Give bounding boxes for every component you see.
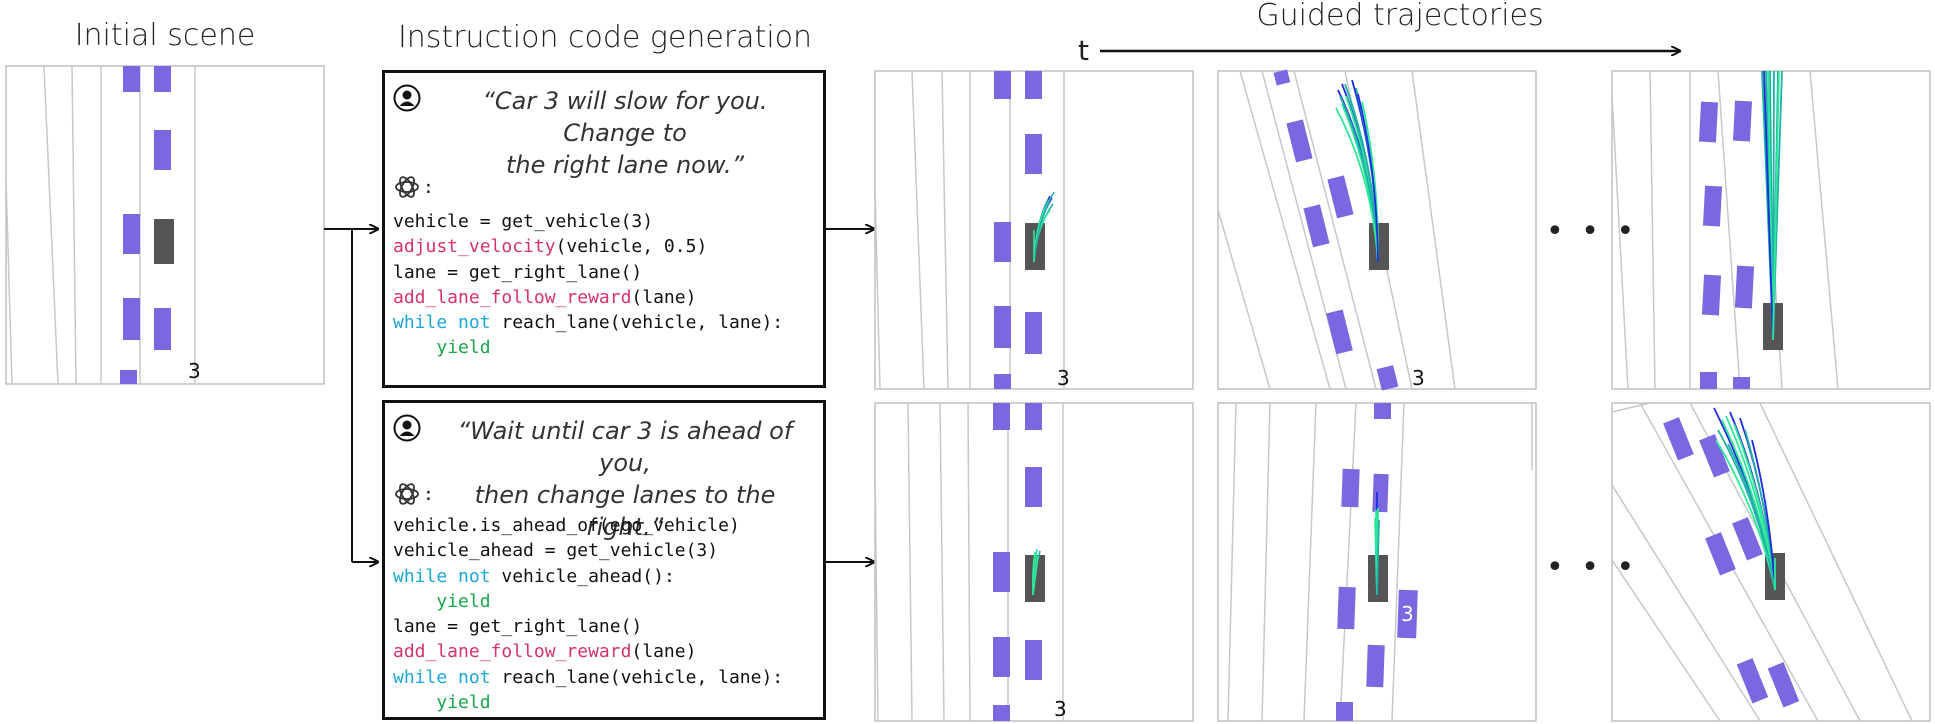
code-line: while not reach_lane(vehicle, lane): <box>393 310 783 335</box>
code-token: (lane) <box>631 641 697 663</box>
code-token <box>393 692 436 713</box>
llm-response-header: : <box>393 480 434 508</box>
code-token: vehicle_ahead(): <box>490 565 675 587</box>
vehicle <box>154 308 171 350</box>
code-line: lane = get_right_lane() <box>393 614 783 639</box>
svg-text:3: 3 <box>1054 697 1067 721</box>
vehicle <box>154 130 171 170</box>
llm-colon: : <box>423 483 434 505</box>
code-token: reach_lane(vehicle, lane): <box>490 666 784 688</box>
quote-line-1: “Car 3 will slow for you. Change to <box>482 87 768 147</box>
instruction-quote: “Car 3 will slow for you. Change to the … <box>435 85 815 181</box>
code-token-yield: yield <box>436 590 491 612</box>
vehicle <box>154 66 171 92</box>
code-token: (vehicle, 0.5) <box>555 236 708 258</box>
code-line: add_lane_follow_reward(lane) <box>393 639 783 664</box>
code-token: (lane) <box>631 286 697 308</box>
code-line: yield <box>393 690 783 715</box>
user-icon <box>393 84 421 112</box>
llm-response-header: : <box>393 173 434 201</box>
code-line: vehicle = get_vehicle(3) <box>393 209 783 234</box>
instruction-code-generation-title: Instruction code generation <box>397 20 813 55</box>
code-token-fn: add_lane_follow_reward <box>393 641 632 663</box>
code-line: yield <box>393 589 783 614</box>
code-line: vehicle.is_ahead_of(ego_vehicle) <box>393 513 783 538</box>
generated-code: vehicle.is_ahead_of(ego_vehicle) vehicle_… <box>393 513 783 715</box>
ellipsis-top: • • • <box>1546 214 1639 249</box>
code-token-kw: while not <box>393 666 491 688</box>
code-token: vehicle = get_vehicle(3) <box>393 211 654 232</box>
code-token-yield: yield <box>436 692 491 714</box>
vehicle-id-label: 3 <box>188 359 201 383</box>
chatgpt-logo-icon <box>395 176 419 198</box>
generated-code: vehicle = get_vehicle(3)adjust_velocity(… <box>393 209 783 361</box>
trajectory-panel-top-1: 3 <box>874 70 1194 390</box>
chatgpt-logo-icon <box>395 483 419 505</box>
code-token: vehicle_ahead = get_vehicle(3) <box>393 540 719 562</box>
branch-connector <box>324 229 874 562</box>
vehicle <box>120 370 137 384</box>
trajectory-panel-top-3 <box>1611 70 1931 390</box>
trajectory-panel-top-2: 3 <box>1217 69 1537 391</box>
time-axis-label: t <box>1078 34 1089 67</box>
instruction-box-bottom: “Wait until car 3 is ahead of you, then … <box>382 400 826 720</box>
code-line: lane = get_right_lane() <box>393 260 783 285</box>
initial-scene-title: Initial scene <box>74 18 256 53</box>
user-icon <box>393 414 421 442</box>
quote-line-2: then change lanes to the right.” <box>474 481 776 541</box>
code-token <box>393 337 436 358</box>
code-token-fn: add_lane_follow_reward <box>393 286 632 308</box>
vehicle <box>123 298 140 340</box>
trajectory-panel-bottom-2: 3 <box>1217 402 1537 722</box>
guided-trajectories-title: Guided trajectories <box>1256 0 1544 33</box>
code-token <box>393 591 436 612</box>
code-token: lane = get_right_lane() <box>393 261 643 283</box>
quote-line-1: “Wait until car 3 is ahead of you, <box>457 417 793 477</box>
code-token-fn: adjust_velocity <box>393 236 556 258</box>
code-token: reach_lane(vehicle, lane): <box>490 312 784 334</box>
code-line: yield <box>393 335 783 360</box>
code-token: vehicle.is_ahead_of(ego_vehicle) <box>393 515 740 536</box>
code-token-kw: while not <box>393 565 491 587</box>
ego-vehicle <box>154 219 174 264</box>
code-line: add_lane_follow_reward(lane) <box>393 285 783 310</box>
quote-line-2: the right lane now.” <box>505 151 745 179</box>
code-token-yield: yield <box>436 337 491 359</box>
svg-text:3: 3 <box>1057 366 1070 390</box>
trajectory-panel-bottom-3 <box>1611 402 1931 722</box>
code-line: vehicle_ahead = get_vehicle(3) <box>393 538 783 563</box>
instruction-box-top: “Car 3 will slow for you. Change to the … <box>382 70 826 388</box>
llm-colon: : <box>423 176 434 198</box>
ellipsis-bottom: • • • <box>1546 550 1639 585</box>
instruction-quote: “Wait until car 3 is ahead of you, then … <box>435 415 815 543</box>
vehicle <box>123 214 140 254</box>
svg-text:3: 3 <box>1412 366 1425 390</box>
trajectory-panel-bottom-1: 3 <box>874 402 1194 722</box>
code-line: while not vehicle_ahead(): <box>393 564 783 589</box>
code-token: lane = get_right_lane() <box>393 616 643 638</box>
code-token-kw: while not <box>393 312 491 334</box>
vehicle <box>123 66 140 92</box>
code-line: adjust_velocity(vehicle, 0.5) <box>393 234 783 259</box>
code-line: while not reach_lane(vehicle, lane): <box>393 665 783 690</box>
svg-text:3: 3 <box>1401 602 1414 626</box>
initial-scene-panel: 3 <box>5 65 325 385</box>
